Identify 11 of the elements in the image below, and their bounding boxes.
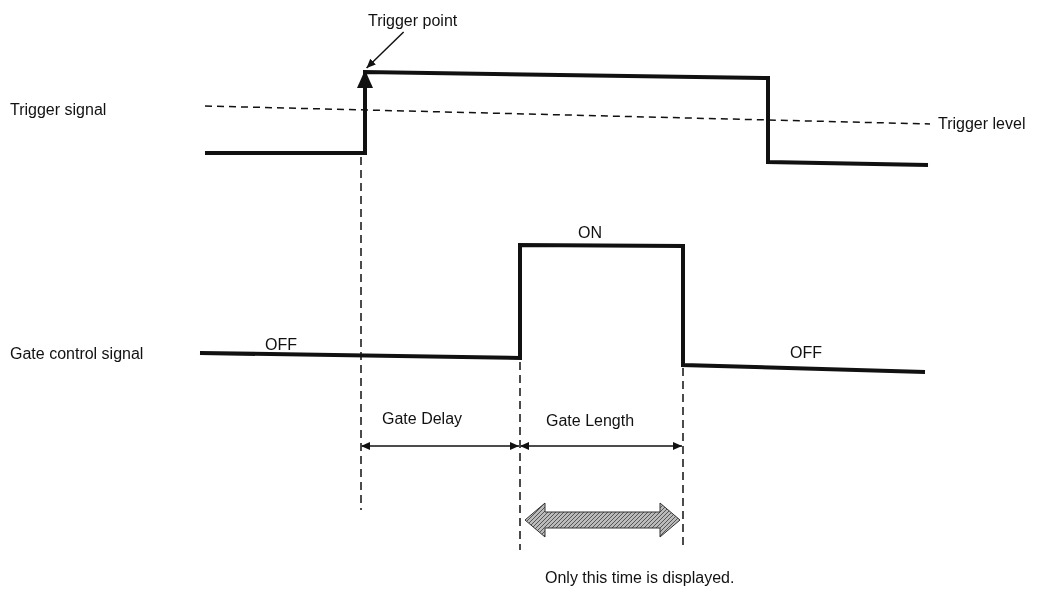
state-label: ON	[578, 224, 602, 242]
callout-text: Trigger point	[368, 12, 458, 30]
signal-name: Trigger signal	[10, 101, 107, 119]
note-text: Only this time is displayed.	[545, 569, 735, 587]
interval-label: Gate Length	[546, 412, 635, 430]
signal-name: Gate control signal	[10, 345, 144, 363]
state-label: OFF	[790, 344, 822, 362]
interval-label: Gate Delay	[382, 410, 463, 428]
state-label: OFF	[265, 336, 297, 354]
leader-line	[365, 31, 405, 69]
level-name: Trigger level	[938, 115, 1026, 133]
